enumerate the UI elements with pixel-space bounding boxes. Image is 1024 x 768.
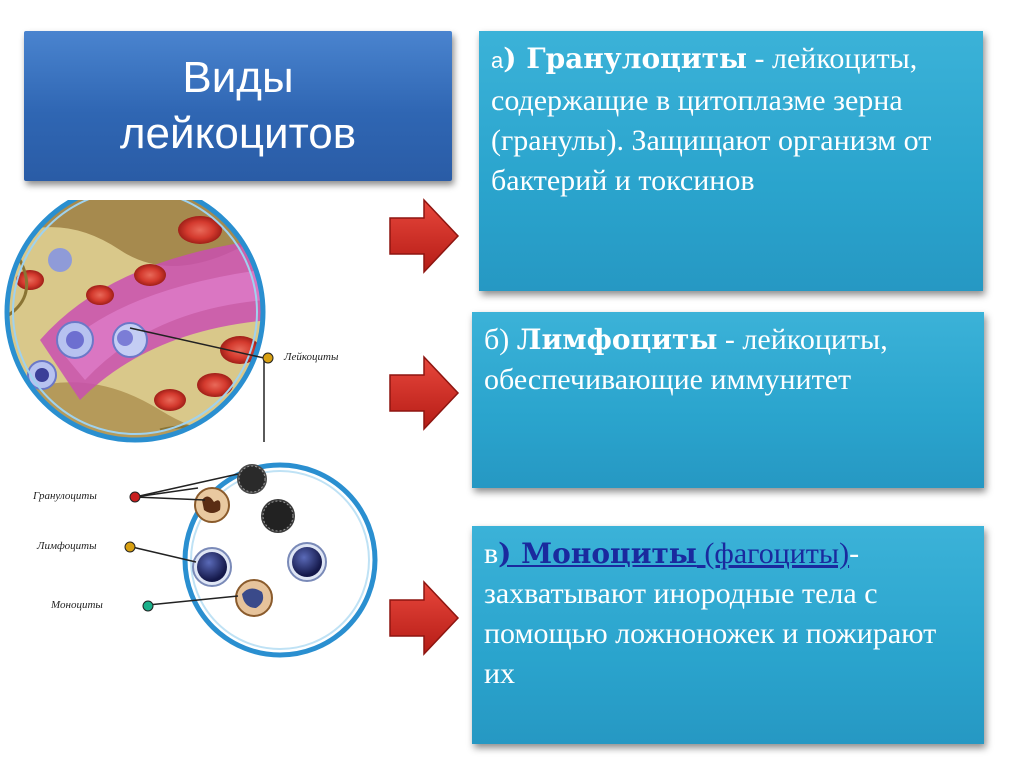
granulocytes-marker-icon bbox=[129, 491, 141, 503]
box-b-prefix: б) bbox=[484, 323, 517, 356]
monocyte-cell bbox=[235, 579, 273, 617]
box-a-term: ) Гранулоциты bbox=[503, 42, 748, 75]
monocytes-label: Моноциты bbox=[51, 599, 103, 611]
lymphocytes-box: б) Лимфоциты - лейкоциты, обеспечивающие… bbox=[472, 312, 984, 488]
monocytes-marker-icon bbox=[142, 600, 154, 612]
leukocytes-label: Лейкоциты bbox=[284, 351, 339, 363]
lymphocytes-marker-icon bbox=[124, 541, 136, 553]
box-a-description: лейкоциты, содержащие в цитоплазме зерна… bbox=[491, 42, 932, 197]
box-a-dash: - bbox=[747, 42, 765, 75]
tissue-illustration bbox=[7, 200, 263, 440]
title-line-2: лейкоцитов bbox=[119, 109, 357, 158]
title-line-1: Виды bbox=[182, 53, 294, 102]
box-c-description: захватывают инородные тела с помощью лож… bbox=[484, 577, 937, 690]
box-b-dash: - bbox=[717, 323, 735, 356]
box-c-term-link[interactable]: ) Моноциты bbox=[498, 537, 697, 570]
box-c-dash: - bbox=[849, 537, 860, 570]
lymphocyte-cells bbox=[192, 542, 327, 587]
leukocyte-diagram bbox=[4, 200, 378, 658]
box-b-term: Лимфоциты bbox=[516, 323, 718, 356]
lymphocytes-label: Лимфоциты bbox=[37, 540, 97, 552]
box-c-prefix: в bbox=[484, 537, 499, 570]
phagocytes-link[interactable]: (фагоциты) bbox=[696, 537, 850, 570]
granulocytes-label: Гранулоциты bbox=[33, 490, 97, 502]
arrow-right-icon bbox=[389, 355, 460, 431]
granulocyte-cells bbox=[194, 464, 295, 533]
granulocytes-box: а) Гранулоциты - лейкоциты, содержащие в… bbox=[479, 31, 983, 291]
arrow-right-icon bbox=[389, 198, 460, 274]
leukocytes-marker-icon bbox=[262, 352, 274, 364]
box-a-prefix: а bbox=[491, 48, 504, 73]
box-b-description: лейкоциты, обеспечивающие иммунитет bbox=[484, 323, 888, 396]
monocytes-box: в) Моноциты (фагоциты)- захватывают инор… bbox=[472, 526, 984, 744]
arrow-right-icon bbox=[389, 580, 460, 656]
title-box: Виды лейкоцитов bbox=[24, 31, 452, 181]
